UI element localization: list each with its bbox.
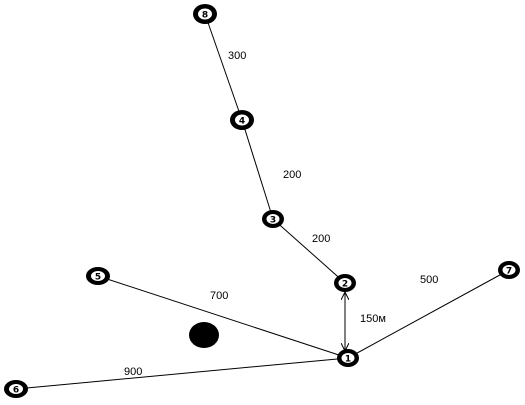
black-dot <box>189 322 219 348</box>
edges <box>15 13 510 390</box>
node-5[interactable]: 5 <box>86 267 110 285</box>
edge-label-8-4: 300 <box>228 50 246 62</box>
edge-label-1-7: 500 <box>420 274 438 286</box>
edge-labels: 300 200 200 150м 700 900 500 <box>124 50 438 378</box>
node-label-4: 4 <box>239 117 245 127</box>
edge-label-3-2: 200 <box>312 233 330 245</box>
edge-8-4 <box>204 13 243 121</box>
node-label-3: 3 <box>270 216 276 226</box>
edge-1-7 <box>347 269 510 359</box>
node-6[interactable]: 6 <box>4 380 28 398</box>
edge-5-1 <box>97 275 349 359</box>
node-2[interactable]: 2 <box>334 274 356 292</box>
node-8[interactable]: 8 <box>193 4 217 24</box>
node-label-7: 7 <box>506 267 512 277</box>
node-label-2: 2 <box>342 280 348 290</box>
edge-6-1 <box>15 357 349 390</box>
edge-label-5-1: 700 <box>210 290 228 302</box>
node-3[interactable]: 3 <box>262 210 284 228</box>
edge-4-3 <box>241 119 274 220</box>
node-label-1: 1 <box>345 355 351 365</box>
edge-3-2 <box>272 218 346 284</box>
node-1[interactable]: 1 <box>337 349 359 367</box>
node-7[interactable]: 7 <box>498 261 520 279</box>
node-label-6: 6 <box>13 386 19 396</box>
node-4[interactable]: 4 <box>230 110 254 130</box>
nodes: 8 4 3 2 1 5 6 <box>4 4 520 398</box>
edge-label-2-1: 150м <box>360 313 386 325</box>
edge-label-6-1: 900 <box>124 366 142 378</box>
node-label-5: 5 <box>95 273 101 283</box>
edge-label-4-3: 200 <box>283 169 301 181</box>
node-label-8: 8 <box>202 11 208 21</box>
